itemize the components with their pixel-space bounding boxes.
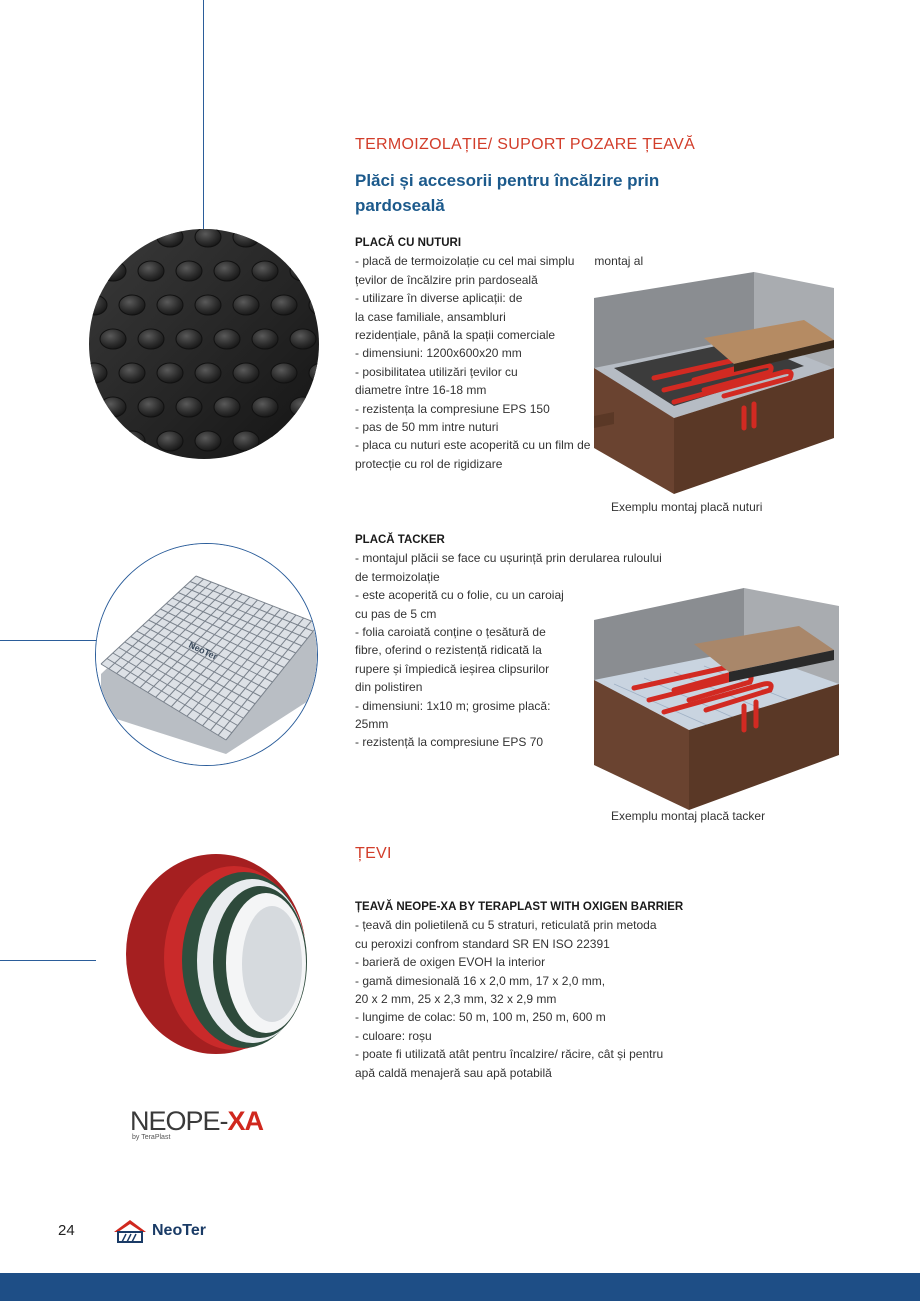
- tacker-line: - este acoperită cu o folie, cu un caroi…: [355, 588, 564, 603]
- nuturi-line: rezidențiale, până la spații comerciale: [355, 328, 556, 343]
- subtitle-line-2: pardoseală: [355, 196, 445, 215]
- tacker-line: din polistiren: [355, 680, 423, 695]
- nuturi-line: țevilor de încălzire prin pardoseală: [355, 272, 538, 287]
- pipe-line: - gamă dimesională 16 x 2,0 mm, 17 x 2,0…: [355, 973, 606, 988]
- neope-xa-logo: NEOPE-XA by TeraPlast: [130, 1106, 265, 1141]
- page-number: 24: [58, 1222, 75, 1239]
- tacker-heading: PLACĂ TACKER: [355, 534, 445, 546]
- connector-line-vertical: [203, 0, 204, 254]
- nuturi-line: - utilizare în diverse aplicații: de: [355, 291, 523, 306]
- pipe-line: - poate fi utilizată atât pentru încalzi…: [355, 1047, 664, 1062]
- tacker-line: - rezistență la compresiune EPS 70: [355, 735, 544, 750]
- tacker-line: rupere și împiedică ieșirea clipsurilor: [355, 661, 550, 676]
- footer-bar: [0, 1273, 920, 1301]
- pipe-cross-section-image: [96, 836, 324, 1064]
- nuturi-caption: Exemplu montaj placă nuturi: [611, 500, 763, 514]
- brand-name: NeoTer: [152, 1222, 206, 1239]
- pipe-line: 20 x 2 mm, 25 x 2,3 mm, 32 x 2,9 mm: [355, 992, 557, 1007]
- pipe-line: - barieră de oxigen EVOH la interior: [355, 955, 546, 970]
- nuturi-line: - placa cu nuturi este acoperită cu un f…: [355, 438, 591, 453]
- section-title-tevi: ȚEVI: [355, 845, 392, 862]
- neope-logo-sub: by TeraPlast: [132, 1134, 171, 1141]
- neope-logo-accent: XA: [227, 1106, 265, 1136]
- pipe-line: - culoare: roșu: [355, 1028, 432, 1043]
- section-subtitle: Plăci și accesorii pentru încălzire prin…: [355, 168, 715, 218]
- nuturi-line: - dimensiuni: 1200x600x20 mm: [355, 346, 522, 361]
- nuturi-line: - posibilitatea utilizări țevilor cu: [355, 364, 518, 379]
- pipe-line: - țeavă din polietilenă cu 5 straturi, r…: [355, 918, 657, 933]
- tacker-caption: Exemplu montaj placă tacker: [611, 809, 766, 823]
- nuturi-installation-photo: [594, 268, 834, 494]
- nuturi-line: - rezistența la compresiune EPS 150: [355, 401, 550, 416]
- pipe-description: ȚEAVĂ NEOPE-XA BY TERAPLAST WITH OXIGEN …: [355, 898, 683, 1082]
- nuturi-line: diametre între 16-18 mm: [355, 383, 487, 398]
- neoter-logo-icon: [114, 1220, 146, 1243]
- pipe-line: apă caldă menajeră sau apă potabilă: [355, 1065, 552, 1080]
- nuturi-line: - pas de 50 mm intre nuturi: [355, 420, 499, 435]
- subtitle-line-1: Plăci și accesorii pentru încălzire prin: [355, 171, 660, 190]
- neoter-brand: NeoTer: [112, 1218, 206, 1244]
- nuturi-line: protecție cu rol de rigidizare: [355, 456, 503, 471]
- nuturi-heading: PLACĂ CU NUTURI: [355, 237, 462, 249]
- tacker-line: fibre, oferind o rezistență ridicată la: [355, 643, 542, 658]
- pipe-line: - lungime de colac: 50 m, 100 m, 250 m, …: [355, 1010, 606, 1025]
- section-title-termoizolatie: TERMOIZOLAȚIE/ SUPORT POZARE ȚEAVĂ: [355, 136, 696, 153]
- connector-line-tacker: [0, 640, 96, 641]
- nuturi-board-image: [89, 229, 319, 459]
- neope-xa-wordmark: NEOPE-XA: [130, 1106, 265, 1137]
- tacker-description: PLACĂ TACKER - montajul plăcii se face c…: [355, 531, 662, 752]
- pipe-line: cu peroxizi confrom standard SR EN ISO 2…: [355, 936, 610, 951]
- tacker-line: 25mm: [355, 717, 389, 732]
- tacker-line: cu pas de 5 cm: [355, 606, 437, 621]
- nuturi-line: - placă de termoizolație cu cel mai simp…: [355, 254, 644, 269]
- connector-line-pipe: [0, 960, 96, 961]
- tacker-line: - dimensiuni: 1x10 m; grosime placă:: [355, 698, 551, 713]
- tacker-line: - montajul plăcii se face cu ușurință pr…: [355, 551, 662, 566]
- tacker-line: - folia caroiată conține o țesătură de: [355, 625, 546, 640]
- pipe-heading: ȚEAVĂ NEOPE-XA BY TERAPLAST WITH OXIGEN …: [355, 901, 684, 913]
- nuturi-description: PLACĂ CU NUTURI - placă de termoizolație…: [355, 234, 643, 473]
- tacker-line: de termoizolație: [355, 569, 440, 584]
- neope-logo-main: NEOPE-: [130, 1106, 229, 1136]
- tacker-installation-photo: [594, 580, 839, 810]
- tacker-board-image: NeoTer: [95, 543, 318, 766]
- nuturi-line: la case familiale, ansambluri: [355, 309, 506, 324]
